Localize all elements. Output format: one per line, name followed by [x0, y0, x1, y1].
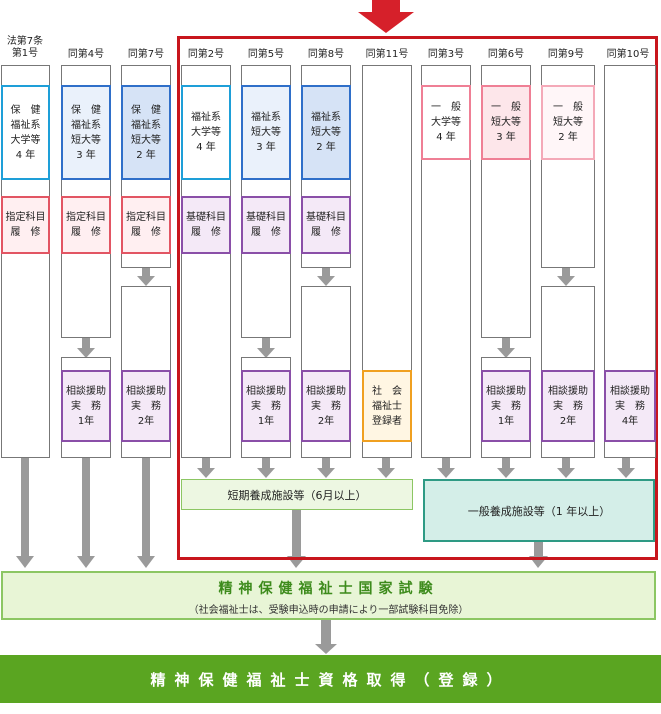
header-col-5: 同第5号 — [247, 49, 285, 60]
header-col-2: 同第4号 — [67, 49, 105, 60]
practice-box-col-11: 相談援助 実 務 4年 — [604, 370, 656, 442]
study-box-col-2: 指定科目 履 修 — [61, 196, 111, 254]
header-col-11: 同第10号 — [606, 49, 650, 60]
header-col-9: 同第6号 — [487, 49, 525, 60]
practice-box-col-6: 相談援助 実 務 2年 — [301, 370, 351, 442]
school-box-col-5: 福祉系 短大等 3 年 — [241, 85, 291, 180]
study-box-col-6: 基礎科目 履 修 — [301, 196, 351, 254]
header-col-8: 同第3号 — [427, 49, 465, 60]
practice-box-col-3: 相談援助 実 務 2年 — [121, 370, 171, 442]
study-box-col-5: 基礎科目 履 修 — [241, 196, 291, 254]
study-box-col-3: 指定科目 履 修 — [121, 196, 171, 254]
header-col-1: 法第7条 第1号 — [6, 36, 44, 59]
national-exam-box: 精神保健福祉士国家試験 （社会福祉士は、受験申込時の申請により一部試験科目免除） — [1, 571, 656, 620]
practice-box-col-2: 相談援助 実 務 1年 — [61, 370, 111, 442]
school-box-col-6: 福祉系 短大等 2 年 — [301, 85, 351, 180]
school-box-col-1: 保 健 福祉系 大学等 4 年 — [1, 85, 50, 180]
national-exam-note: （社会福祉士は、受験申込時の申請により一部試験科目免除） — [188, 605, 469, 616]
header-col-10: 同第9号 — [547, 49, 585, 60]
short-training-facility: 短期養成施設等（6月以上） — [181, 479, 413, 510]
top-red-arrow — [358, 0, 414, 33]
header-col-4: 同第2号 — [187, 49, 225, 60]
practice-box-col-10: 相談援助 実 務 2年 — [541, 370, 595, 442]
practice-box-col-5: 相談援助 実 務 1年 — [241, 370, 291, 442]
header-col-3: 同第7号 — [127, 49, 165, 60]
school-box-col-2: 保 健 福祉系 短大等 3 年 — [61, 85, 111, 180]
header-col-6: 同第8号 — [307, 49, 345, 60]
red-frame — [177, 36, 658, 560]
registrant-box-col-7: 社 会 福祉士 登録者 — [362, 370, 412, 442]
practice-box-col-9: 相談援助 実 務 1年 — [481, 370, 531, 442]
study-box-col-4: 基礎科目 履 修 — [181, 196, 231, 254]
school-box-col-4: 福祉系 大学等 4 年 — [181, 85, 231, 180]
school-box-col-8: 一 般 大学等 4 年 — [421, 85, 471, 160]
general-training-facility: 一般養成施設等（1 年以上） — [423, 479, 655, 542]
national-exam-title: 精神保健福祉士国家試験 — [218, 581, 439, 597]
study-box-col-1: 指定科目 履 修 — [1, 196, 50, 254]
school-box-col-3: 保 健 福祉系 短大等 2 年 — [121, 85, 171, 180]
qualification-bar: 精神保健福祉士資格取得（登録） — [0, 655, 661, 703]
school-box-col-10: 一 般 短大等 2 年 — [541, 85, 595, 160]
header-col-7: 同第11号 — [365, 49, 409, 60]
school-box-col-9: 一 般 短大等 3 年 — [481, 85, 531, 160]
